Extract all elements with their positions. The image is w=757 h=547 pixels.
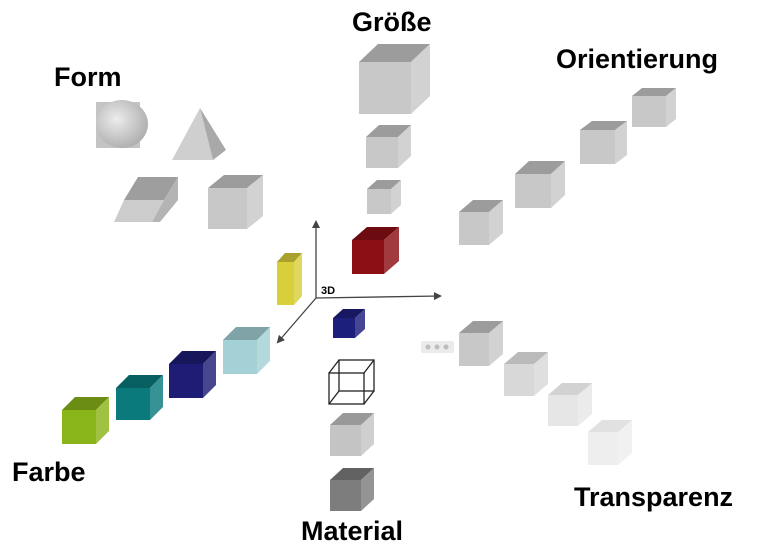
orientation-cube-4 — [632, 88, 676, 127]
color-cube-teal — [116, 375, 163, 420]
material-wireframe-cube — [328, 359, 375, 405]
center-red-cube — [352, 227, 399, 274]
orientation-cube-2 — [515, 161, 565, 208]
axis-z — [276, 297, 317, 344]
size-cube-medium — [366, 125, 411, 168]
color-cube-green — [62, 397, 109, 444]
axes-3d — [276, 220, 442, 344]
yellow-block — [277, 253, 302, 305]
material-cube-light — [330, 413, 374, 456]
size-cube-large — [359, 44, 430, 114]
form-cube — [208, 175, 263, 229]
color-cube-navy — [169, 351, 216, 398]
cylinder-shape — [96, 100, 148, 148]
color-cube-lightblue — [223, 327, 270, 374]
label-material: Material — [301, 516, 404, 546]
transparency-cube-1 — [459, 321, 503, 366]
center-blue-cube — [333, 309, 365, 338]
form-cube-shape — [208, 175, 263, 229]
transparency-cube-2 — [504, 352, 548, 396]
label-groesse: Größe — [352, 7, 432, 37]
transparency-cube-4 — [588, 420, 632, 465]
orientation-cube-3 — [580, 121, 627, 164]
label-form: Form — [54, 62, 122, 92]
wedge-shape — [114, 177, 178, 222]
label-transparenz: Transparenz — [574, 482, 734, 512]
label-farbe: Farbe — [12, 457, 86, 487]
orientation-cube-1 — [459, 200, 503, 245]
label-orientierung: Orientierung — [556, 44, 719, 74]
material-cube-dark — [330, 468, 374, 511]
label-axis-3d: 3D — [321, 285, 336, 297]
axis-x — [315, 292, 442, 301]
form-cluster — [96, 100, 263, 229]
size-cube-small — [367, 180, 401, 214]
transparency-cube-3 — [548, 383, 592, 426]
pyramid-shape — [172, 108, 226, 160]
transparency-indicator — [421, 341, 454, 353]
